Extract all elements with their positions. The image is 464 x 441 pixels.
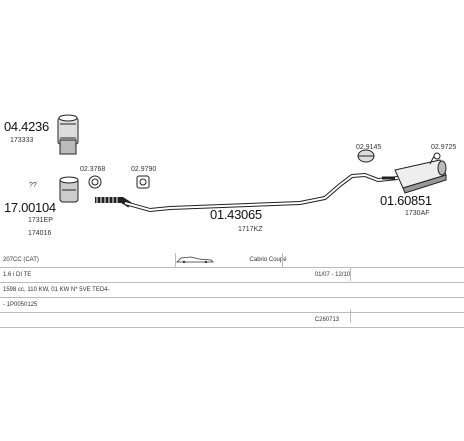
part-code-3: 02.3768 xyxy=(80,166,106,173)
part-code-2: 17.00104 xyxy=(4,200,56,215)
table-row: 207CC (CAT) Cabrio Coupé xyxy=(0,253,464,268)
table-row: 1598 cc, 110 KW, 01 KW N* 5VE TED4- xyxy=(0,282,464,298)
part-ref-2a: 1731EP xyxy=(28,217,53,224)
part-code-6: 02.9145 xyxy=(356,144,382,151)
table-row: C260713 xyxy=(0,312,464,328)
clamp-part xyxy=(88,175,102,189)
spec-cell: 1598 cc, 110 KW, 01 KW N* 5VE TED4- xyxy=(0,282,464,298)
table-divider xyxy=(282,253,283,267)
table-row: 1.6 i DI TE 01/07 - 12/10 xyxy=(0,267,464,283)
dates-cell: 01/07 - 12/10 xyxy=(311,267,464,283)
part-ref-8: 1730AF xyxy=(405,210,430,217)
part-ref-1: 173333 xyxy=(10,137,34,144)
part-ref-2b: 174016 xyxy=(28,230,52,237)
flex-pipe xyxy=(95,197,132,208)
hanger-part xyxy=(357,149,375,163)
main-pipe xyxy=(124,172,399,213)
table-row: - 1P0050125 xyxy=(0,297,464,313)
part-side-2: ?? xyxy=(29,182,37,189)
table-divider xyxy=(350,267,351,281)
car-icon xyxy=(175,256,214,264)
car-silhouette-cell xyxy=(171,253,247,268)
note-cell: - 1P0050125 xyxy=(0,297,464,313)
table-divider xyxy=(350,309,351,323)
rear-muffler xyxy=(382,159,447,194)
part-code-5: 01.43065 xyxy=(210,207,262,222)
catalog-code-cell: C260713 xyxy=(311,312,464,328)
model-cell: 207CC (CAT) xyxy=(0,253,172,268)
bracket-part xyxy=(136,175,150,189)
muffler-hanger xyxy=(429,152,441,165)
engine-cell: 1.6 i DI TE xyxy=(0,267,312,283)
exhaust-diagram xyxy=(57,114,447,213)
vehicle-info-table: 207CC (CAT) Cabrio Coupé 1.6 i DI TE 01/… xyxy=(0,253,464,328)
part-code-7: 02.9725 xyxy=(431,144,457,151)
body-cell: Cabrio Coupé xyxy=(246,253,312,268)
catalyst-part xyxy=(57,114,79,155)
part-ref-5: 1717KZ xyxy=(238,226,263,233)
part-code-1: 04.4236 xyxy=(4,119,49,134)
part-code-8: 01.60851 xyxy=(380,193,432,208)
table-divider xyxy=(175,253,176,267)
flange-part xyxy=(59,176,79,203)
part-code-4: 02.9790 xyxy=(131,166,157,173)
